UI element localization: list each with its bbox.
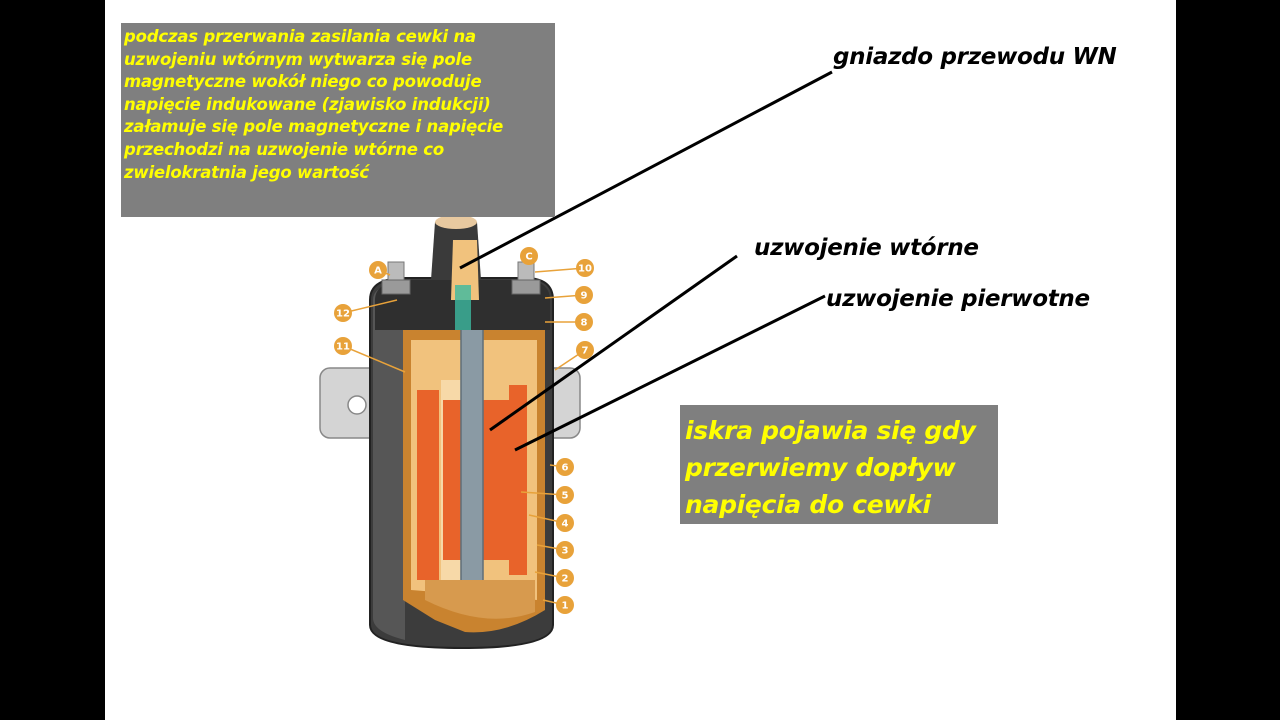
part-marker-7: 7 — [554, 341, 594, 371]
iron-core — [460, 319, 484, 611]
part-marker-9: 9 — [544, 286, 593, 304]
part-marker-2: 2 — [534, 569, 574, 587]
note-top-line: napięcie indukowane (zjawisko indukcji) — [124, 94, 491, 114]
note-top-line: magnetyczne wokół niego co powoduje — [124, 72, 482, 92]
note-right-line: napięcia do cewki — [685, 490, 931, 519]
part-marker-label: 10 — [578, 264, 592, 275]
part-marker-label: 11 — [336, 342, 350, 353]
spark-explanation-note: iskra pojawia się gdy przerwiemy dopływ … — [680, 405, 998, 524]
coil-cutaway — [403, 319, 545, 633]
leader-primary-winding — [514, 294, 826, 452]
part-marker-a: A — [369, 261, 391, 279]
part-marker-label: C — [525, 252, 532, 263]
note-right-line: przerwiemy dopływ — [685, 453, 956, 482]
part-marker-label: 6 — [562, 463, 569, 474]
note-top-line: zwielokratnia jego wartość — [124, 162, 369, 182]
part-marker-label: 7 — [582, 346, 589, 357]
note-top-line: załamuje się pole magnetyczne i napięcie — [124, 117, 504, 137]
part-marker-label: A — [374, 266, 382, 277]
terminal-a — [381, 261, 411, 295]
part-marker-4: 4 — [528, 514, 574, 532]
part-marker-11: 11 — [334, 337, 406, 373]
note-top-line: przechodzi na uzwojenie wtórne co — [124, 139, 444, 159]
part-marker-label: 1 — [562, 601, 569, 612]
part-marker-label: 4 — [562, 519, 569, 530]
part-marker-label: 2 — [562, 574, 569, 585]
part-marker-label: 9 — [581, 291, 588, 302]
label-primary-winding: uzwojenie pierwotne — [826, 286, 1090, 312]
part-marker-c: C — [520, 247, 538, 265]
part-marker-12: 12 — [334, 299, 398, 322]
note-right-line: iskra pojawia się gdy — [685, 416, 976, 445]
part-marker-10: 10 — [534, 259, 594, 277]
part-marker-label: 5 — [562, 491, 569, 502]
secondary-winding — [481, 400, 509, 560]
primary-winding-left — [417, 390, 439, 580]
label-secondary-winding: uzwojenie wtórne — [754, 235, 979, 261]
terminal-c — [511, 261, 541, 295]
part-marker-8: 8 — [545, 313, 593, 331]
part-marker-6: 6 — [549, 458, 574, 476]
leader-hv-socket — [459, 70, 833, 270]
induction-explanation-note: podczas przerwania zasilania cewki na uz… — [121, 23, 555, 217]
part-marker-label: 12 — [336, 309, 350, 320]
part-marker-label: 3 — [562, 546, 569, 557]
leader-secondary-winding — [489, 254, 738, 432]
label-leader-lines — [459, 70, 833, 452]
note-top-line: podczas przerwania zasilania cewki na — [124, 27, 476, 46]
coil-top-cap — [375, 215, 550, 330]
part-marker-3: 3 — [536, 541, 574, 559]
part-marker-5: 5 — [520, 486, 574, 504]
part-marker-1: 1 — [542, 596, 574, 614]
part-marker-label: 8 — [581, 318, 588, 329]
primary-winding-right — [509, 385, 527, 575]
note-top-line: uzwojeniu wtórnym wytwarza się pole — [124, 49, 472, 69]
label-hv-socket: gniazdo przewodu WN — [833, 44, 1117, 70]
